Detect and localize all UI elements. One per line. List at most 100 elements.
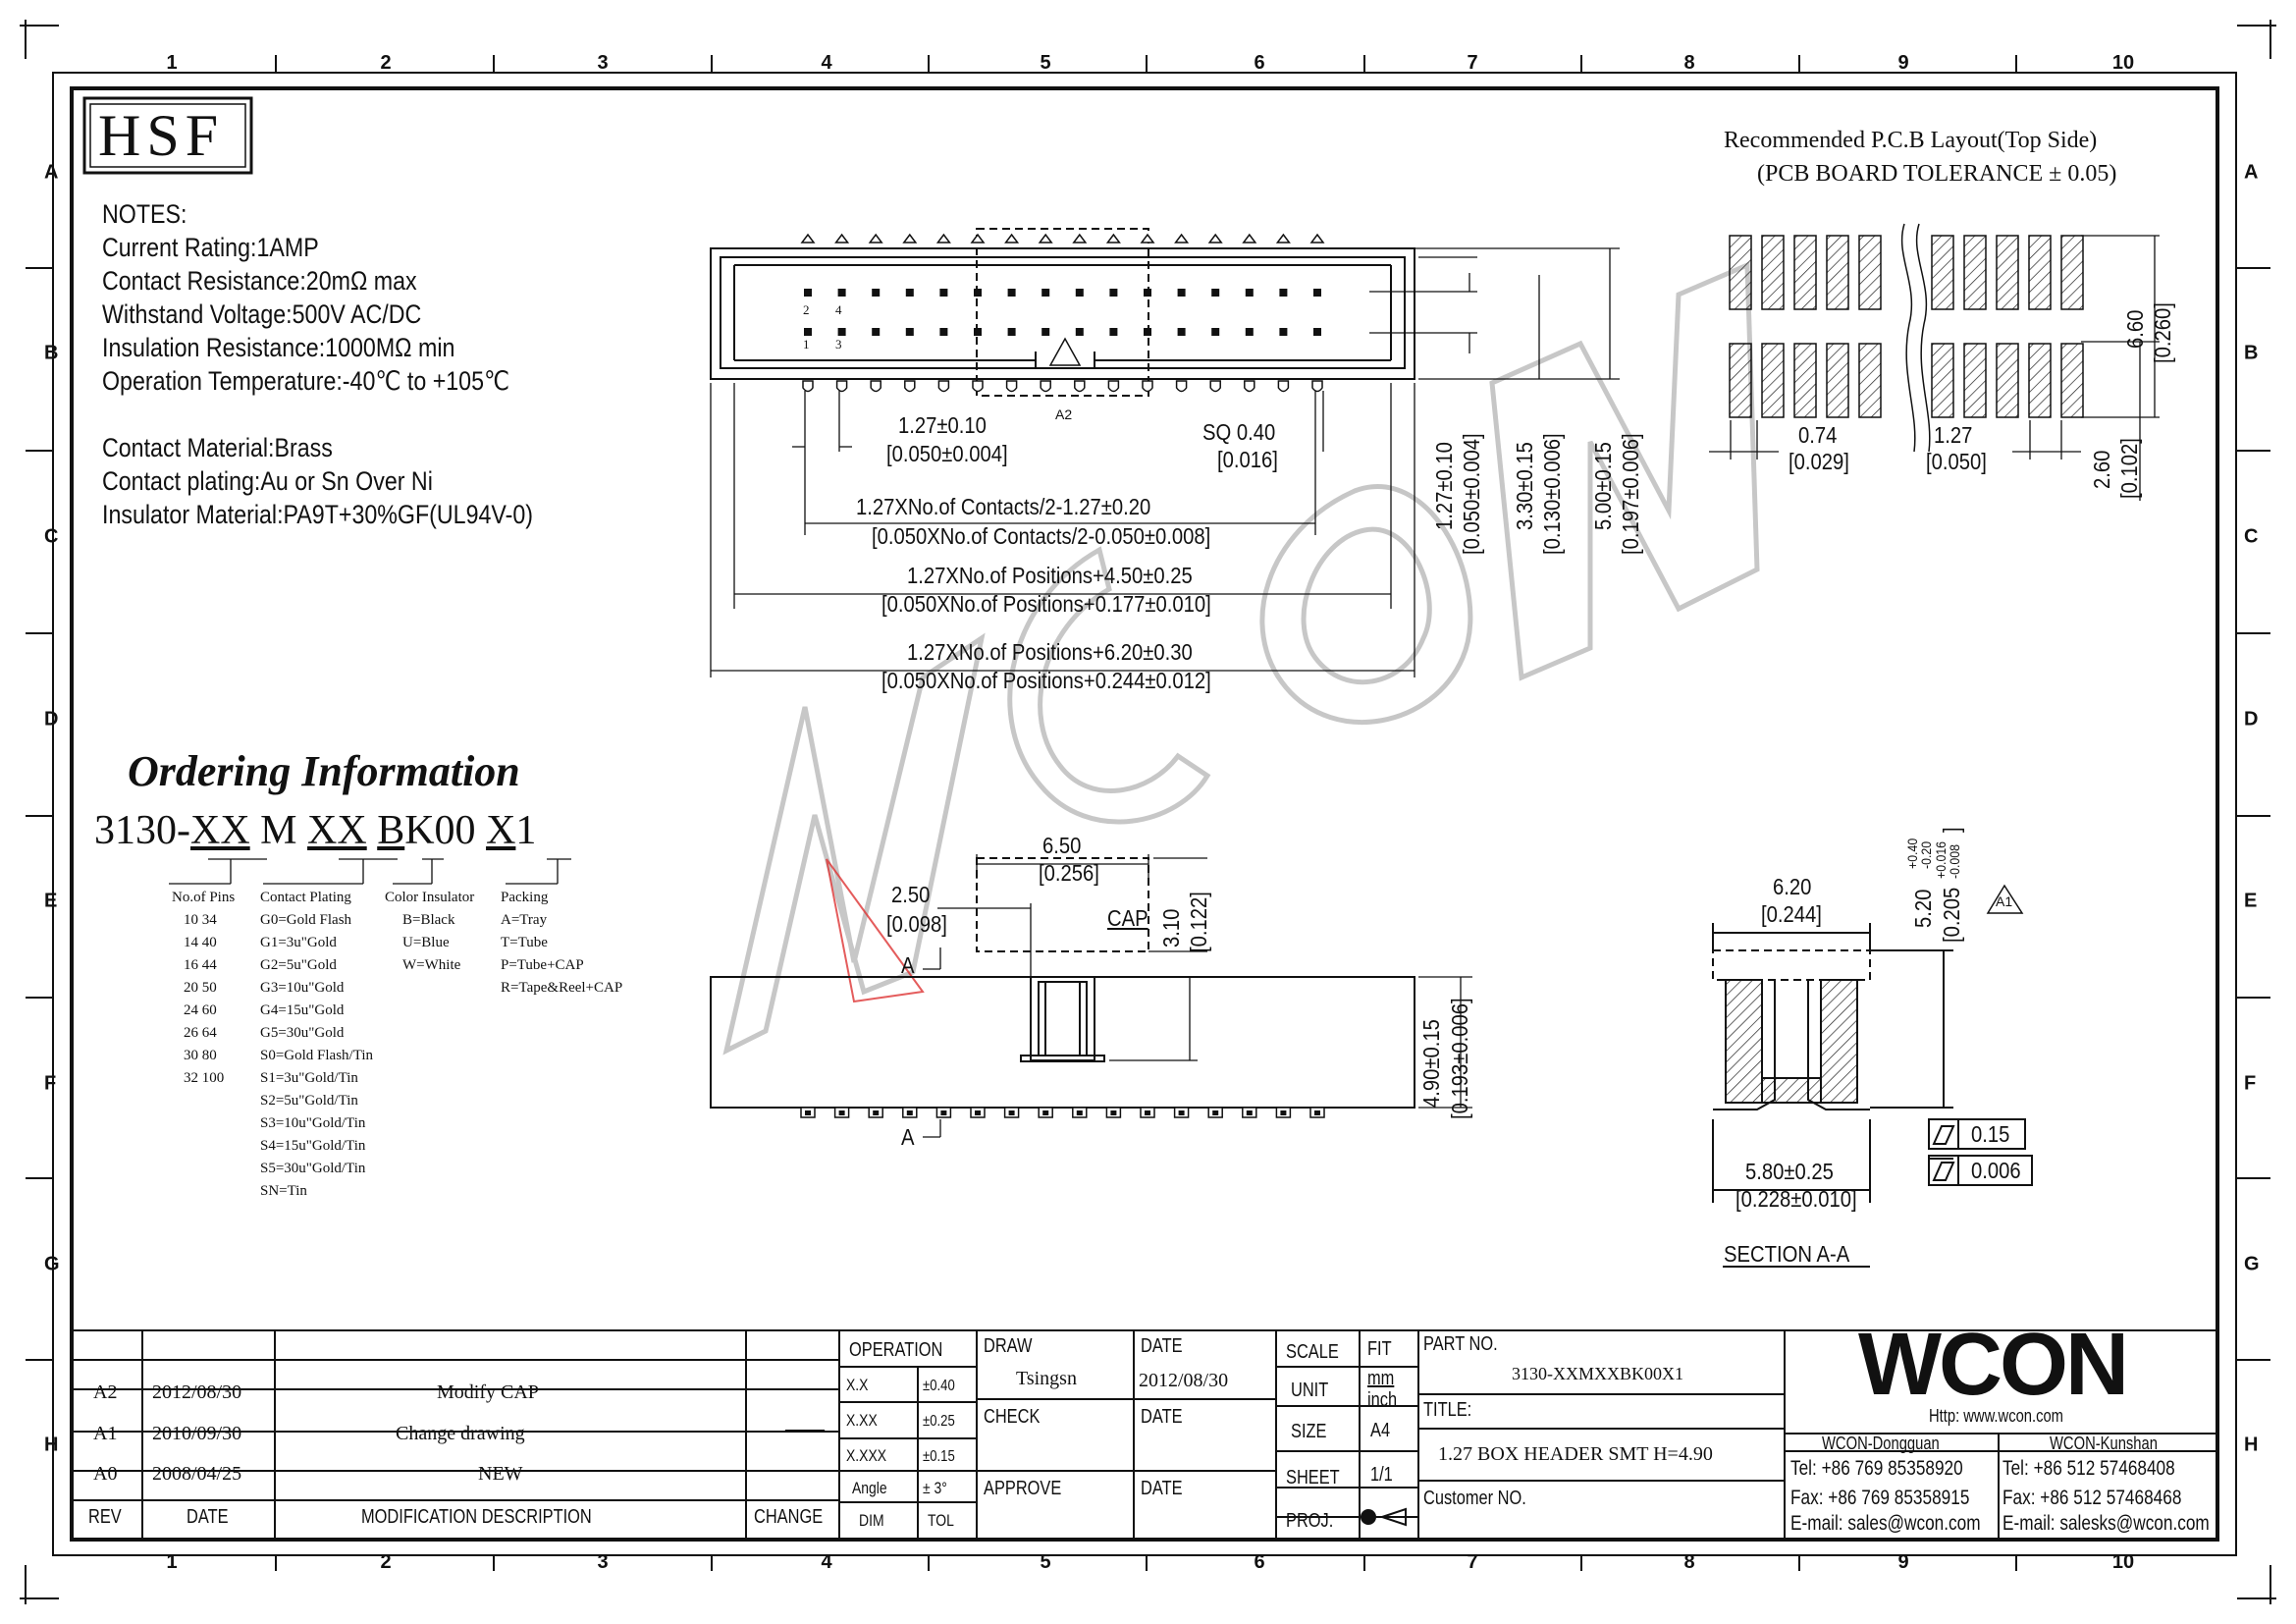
tol-val: ±0.15: [923, 1448, 955, 1465]
dim-520-inch-dn: -0.008: [1947, 844, 1962, 879]
pcb-pad: [1996, 235, 2019, 310]
pin-head-bottom: [1175, 380, 1188, 393]
pin-head-bottom: [870, 380, 881, 393]
dim-v2-inch: [0.130±0.006]: [1539, 433, 1565, 555]
pcb-pad: [1996, 343, 2019, 418]
pin-square: [837, 289, 846, 297]
plating-option: S3=10u"Gold/Tin: [260, 1115, 366, 1131]
check-label: CHECK: [984, 1406, 1041, 1428]
side-pin-core: [906, 1110, 913, 1115]
date-header: DATE: [187, 1506, 229, 1528]
pin-head-bottom: [1277, 380, 1290, 393]
pin-head-bottom: [972, 380, 984, 393]
pins-option: 24 60: [184, 1002, 217, 1018]
pin-square: [804, 289, 812, 297]
unit-mm: mm: [1367, 1368, 1395, 1389]
side-pin-core: [1178, 1110, 1185, 1115]
pins-option: 30 80: [184, 1048, 217, 1063]
side-pin-core: [838, 1110, 845, 1115]
tol-val: ±0.40: [923, 1378, 955, 1394]
ordering-lines: [169, 858, 571, 885]
plating-option: G2=5u"Gold: [260, 957, 337, 973]
pin-head-bottom: [1040, 380, 1051, 393]
pcb-dim-width: 0.74: [1798, 422, 1838, 448]
pin-square: [939, 289, 948, 297]
rev-id: A0: [93, 1463, 118, 1485]
section-title: SECTION A-A: [1724, 1241, 1850, 1267]
dim-v3: 5.00±0.15: [1590, 442, 1616, 530]
unit-inch: inch: [1367, 1389, 1398, 1411]
pcb-pad: [2028, 343, 2052, 418]
plating-option: G1=3u"Gold: [260, 935, 337, 950]
pin-head-bottom: [802, 380, 814, 393]
pin-square: [974, 289, 982, 297]
dim-520-tol-dn: -0.20: [1918, 840, 1934, 869]
side-pin-core: [940, 1110, 947, 1115]
top-view-connector: [710, 228, 1415, 397]
dim-v1-inch: [0.050±0.004]: [1459, 433, 1484, 555]
pin-head-bottom: [1209, 380, 1221, 393]
pins-option: 26 64: [184, 1025, 217, 1041]
part-pins: XX: [190, 808, 250, 853]
grid-col-6-bottom: 6: [1254, 1551, 1265, 1573]
customer-no-label: Customer NO.: [1423, 1488, 1526, 1509]
rev-triangle-a1: [1986, 884, 2024, 914]
packing-option: R=Tape&Reel+CAP: [501, 980, 623, 996]
dim-490: 4.90±0.15: [1418, 1019, 1444, 1108]
kunshan-email[interactable]: E-mail: salesks@wcon.com: [2002, 1512, 2210, 1535]
side-pin-core: [1008, 1110, 1015, 1115]
dongguan-email[interactable]: E-mail: sales@wcon.com: [1790, 1512, 1981, 1535]
part-k00: K00: [404, 808, 476, 853]
pin-head-top: [1275, 233, 1291, 244]
note-line: Insulation Resistance:1000MΩ min: [102, 333, 455, 362]
rev-desc: NEW: [478, 1463, 523, 1485]
pin-head-bottom: [1074, 380, 1086, 393]
side-pin-core: [1110, 1110, 1117, 1115]
pin-head-top: [970, 233, 986, 244]
dim-sq-inch: [0.016]: [1217, 447, 1278, 472]
pin-square: [872, 328, 881, 336]
pcb-pad: [1931, 235, 1954, 310]
pin-label-2: 2: [803, 302, 810, 317]
pcb-dims: [1709, 235, 2160, 501]
pcb-dim-height-inch: [0.260]: [2150, 302, 2175, 363]
scale-value: FIT: [1367, 1338, 1392, 1360]
pin-square: [1279, 289, 1288, 297]
pcb-pad: [1761, 235, 1785, 310]
packing-option: T=Tube: [501, 935, 548, 950]
pin-square: [1075, 328, 1084, 336]
projection-symbol: [1358, 1507, 1407, 1527]
pcb-pad: [1931, 343, 1954, 418]
pin-square: [1211, 289, 1220, 297]
pin-head-bottom: [1244, 380, 1255, 393]
rev-desc: Modify CAP: [437, 1381, 539, 1403]
note-line: Contact Resistance:20mΩ max: [102, 266, 417, 296]
grid-col-4: 4: [821, 52, 832, 74]
change-header: CHANGE: [754, 1506, 824, 1528]
grid-row-b-right: B: [2244, 342, 2259, 364]
pin-square: [939, 328, 948, 336]
company-logo: WCON: [1858, 1316, 2129, 1414]
grid-row-a: A: [44, 161, 59, 184]
pcb-dim-pitch: 1.27: [1934, 422, 1973, 448]
grid-row-g-right: G: [2244, 1253, 2260, 1275]
pcb-pad: [1826, 235, 1849, 310]
rev-change: ——: [785, 1418, 825, 1439]
side-pin-core: [1212, 1110, 1219, 1115]
plating-option: S4=15u"Gold/Tin: [260, 1138, 366, 1154]
pin-head-top: [834, 233, 850, 244]
unit-label: UNIT: [1291, 1380, 1329, 1401]
pin-head-bottom: [1107, 380, 1120, 393]
pin-label-4: 4: [835, 302, 842, 317]
pcb-dim-height: 6.60: [2122, 309, 2148, 349]
rev-mark-a2: A2: [1055, 406, 1073, 422]
approve-date-label: DATE: [1141, 1478, 1183, 1499]
pcb-pad: [1793, 343, 1817, 418]
rev-date: 2012/08/30: [152, 1381, 242, 1403]
pcb-layout-subtitle: (PCB BOARD TOLERANCE ± 0.05): [1757, 161, 2117, 187]
dim-490-inch: [0.193±0.006]: [1447, 998, 1472, 1119]
side-pin-core: [1314, 1110, 1320, 1115]
pin-head-top: [1105, 233, 1121, 244]
tol-val: ±0.25: [923, 1413, 955, 1430]
pin-square: [1144, 328, 1151, 336]
